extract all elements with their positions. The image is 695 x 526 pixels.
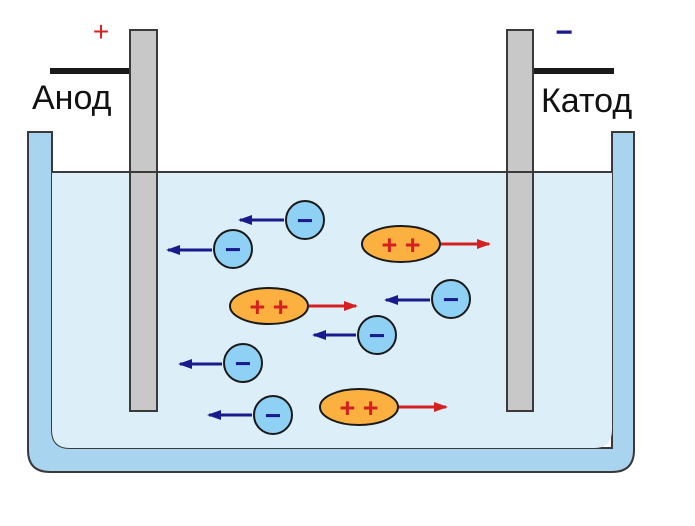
anode-sign: + <box>93 16 109 47</box>
anion-circle <box>253 395 293 435</box>
anion-sign: − <box>225 234 241 265</box>
anode-electrode <box>129 29 158 412</box>
cathode-label: Катод <box>541 82 632 120</box>
anion: − <box>207 395 293 435</box>
anode-label: Анод <box>32 79 112 117</box>
cation: + + <box>229 287 358 325</box>
anion-circle <box>357 315 397 355</box>
cation: + + <box>319 388 448 426</box>
anion-sign: − <box>297 205 313 236</box>
cation-sign: + + <box>381 230 420 260</box>
cation-ellipse <box>229 287 309 325</box>
anion: − <box>312 315 397 355</box>
anion: − <box>238 200 325 240</box>
anion-circle <box>223 343 263 383</box>
cation: + + <box>361 225 491 263</box>
electrolyte <box>52 172 612 448</box>
anion-circle <box>285 200 325 240</box>
anion: − <box>178 343 263 383</box>
cation-ellipse <box>361 225 441 263</box>
cation-sign: + + <box>339 393 378 423</box>
anion-sign: − <box>443 284 459 315</box>
cathode-sign: − <box>555 16 573 49</box>
anion-sign: − <box>369 320 385 351</box>
cation-sign: + + <box>249 292 288 322</box>
anion: − <box>384 279 471 319</box>
anion-sign: − <box>235 348 251 379</box>
anion-circle <box>213 229 253 269</box>
cation-ellipse <box>319 388 399 426</box>
anion-circle <box>431 279 471 319</box>
cathode-electrode <box>506 29 534 412</box>
anion: − <box>166 229 253 269</box>
anion-sign: − <box>265 400 281 431</box>
